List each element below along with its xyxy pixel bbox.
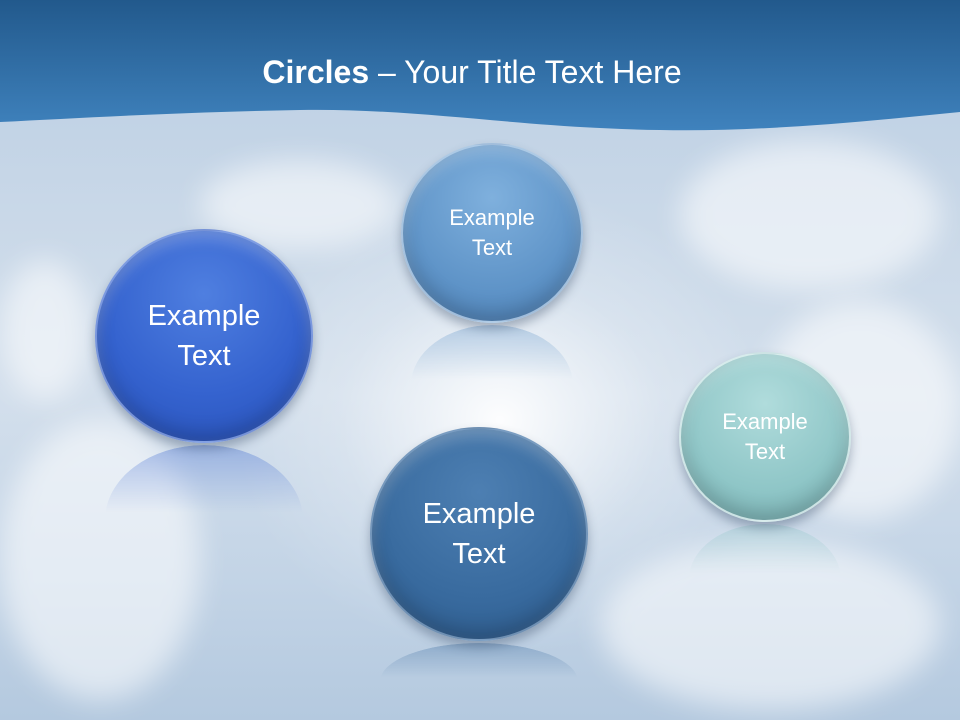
cloud (0, 260, 90, 400)
cloud (680, 140, 940, 290)
circle-text-line2: Text (452, 538, 506, 570)
circle-text-line1: Example (147, 299, 261, 332)
circle-text-line1: Example (722, 408, 808, 434)
title-rest: – Your Title Text Here (369, 54, 682, 90)
cloud (0, 420, 200, 700)
title-bold: Circles (262, 54, 370, 90)
circle-text-line1: Example (449, 204, 535, 230)
title-banner (0, 0, 960, 131)
cloud (600, 540, 940, 710)
circle-reflection (105, 445, 303, 595)
circle-text-line2: Text (177, 340, 231, 372)
circle-text-line1: Example (422, 497, 536, 530)
circle-reflection (380, 643, 578, 720)
page-title: Circles – Your Title Text Here (0, 54, 944, 91)
circle-reflection (411, 325, 573, 445)
circle-text-line2: Text (471, 235, 513, 260)
circle-reflection (689, 524, 841, 634)
circle-text-line2: Text (744, 439, 786, 464)
